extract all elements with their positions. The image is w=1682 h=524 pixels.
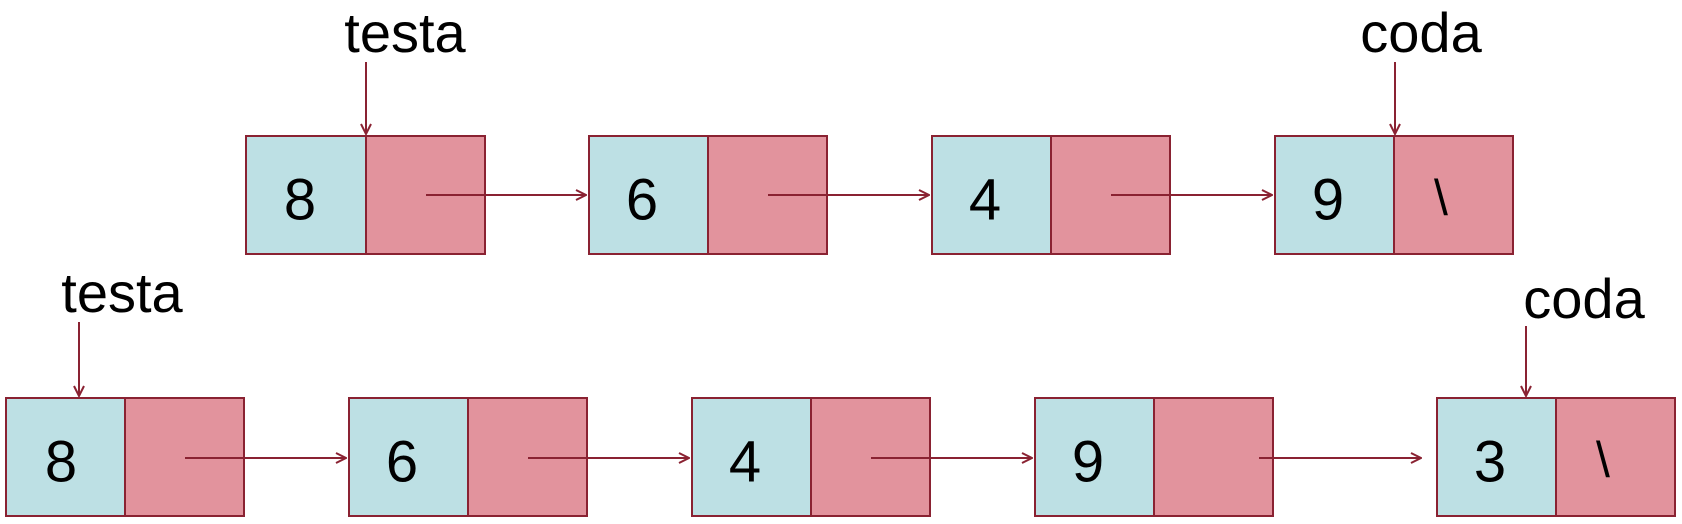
tail-pointer-label: coda <box>1523 267 1645 330</box>
list-node: 3 \ <box>1436 397 1676 517</box>
node-value: 8 <box>45 429 77 494</box>
list-node: 9 \ <box>1274 135 1514 255</box>
tail-pointer-label: coda <box>1360 1 1482 64</box>
node-value-cell <box>1034 397 1155 517</box>
node-value: 6 <box>386 429 418 494</box>
list-node: 6 <box>348 397 588 517</box>
node-value: 8 <box>284 167 316 232</box>
node-value: 4 <box>729 429 761 494</box>
node-pointer-cell <box>1555 397 1676 517</box>
node-value: 6 <box>626 167 658 232</box>
node-value-cell <box>245 135 367 255</box>
node-value: 9 <box>1312 167 1344 232</box>
list-node: 4 <box>931 135 1171 255</box>
bottom-linked-list: testa coda 8 6 4 9 <box>5 261 1676 517</box>
node-value: 3 <box>1474 429 1506 494</box>
node-value-cell <box>348 397 469 517</box>
top-linked-list: testa coda 8 6 4 9 \ <box>245 1 1514 255</box>
head-pointer-label: testa <box>344 1 466 64</box>
node-value: 4 <box>969 167 1001 232</box>
list-node: 8 <box>245 135 486 255</box>
node-value-cell <box>931 135 1052 255</box>
null-pointer-marker: \ <box>1434 170 1448 226</box>
node-value-cell <box>5 397 126 517</box>
null-pointer-marker: \ <box>1596 432 1610 488</box>
list-node: 4 <box>691 397 931 517</box>
head-pointer-label: testa <box>61 261 183 324</box>
node-pointer-cell <box>1153 397 1274 517</box>
node-pointer-cell <box>1393 135 1514 255</box>
list-node: 9 <box>1034 397 1274 517</box>
node-value-cell <box>691 397 812 517</box>
node-pointer-cell <box>1050 135 1171 255</box>
node-value-cell <box>1274 135 1395 255</box>
list-node: 8 <box>5 397 245 517</box>
node-value: 9 <box>1072 429 1104 494</box>
node-value-cell <box>1436 397 1557 517</box>
